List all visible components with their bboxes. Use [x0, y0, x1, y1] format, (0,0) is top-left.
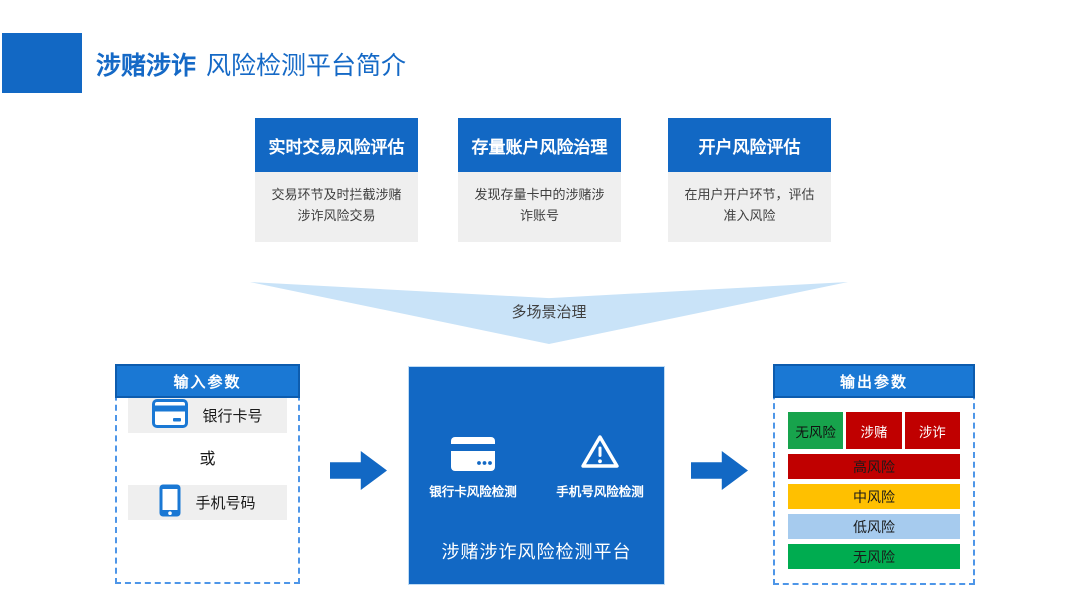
output-panel-title: 输出参数: [773, 364, 975, 398]
output-tag-no-risk: 无风险: [788, 412, 844, 449]
page-title-rest: 风险检测平台简介: [206, 51, 407, 80]
funnel-label: 多场景治理: [511, 303, 587, 321]
input-item-bank-card: 银行卡号: [128, 398, 287, 433]
or-label: 或: [199, 449, 216, 468]
module-phone-check: 手机号风险检测: [550, 431, 650, 500]
scenario-card-title: 实时交易风险评估: [255, 118, 418, 172]
brand-accent-square: [2, 33, 82, 93]
bank-card-icon: [451, 431, 495, 471]
module-bank-card-check: 银行卡风险检测: [423, 431, 523, 500]
risk-level-medium: 中风险: [788, 484, 960, 509]
warning-triangle-icon: [579, 431, 621, 471]
input-panel-title: 输入参数: [115, 364, 300, 398]
output-tag-fraud: 涉诈: [904, 412, 960, 449]
input-item-label: 手机号码: [195, 494, 256, 512]
scenario-card-title: 开户风险评估: [668, 118, 831, 172]
risk-level-high: 高风险: [788, 454, 960, 479]
platform-title: 涉赌涉诈风险检测平台: [441, 542, 632, 563]
funnel-chevron: 多场景治理: [250, 282, 848, 344]
input-item-label: 银行卡号: [202, 407, 263, 425]
platform-box: 银行卡风险检测 手机号风险检测 涉赌涉诈风险检测平台: [408, 366, 665, 585]
smartphone-icon: [159, 484, 181, 521]
page-title: 涉赌涉诈风险检测平台简介: [96, 46, 406, 82]
module-label: 银行卡风险检测: [429, 484, 517, 499]
scenario-card-account-open: 开户风险评估 在用户开户环节，评估准入风险: [668, 118, 831, 242]
flow-arrow-platform-to-output: [691, 451, 748, 490]
output-tag-row: 无风险 涉赌 涉诈: [788, 412, 960, 449]
bank-card-icon: [152, 399, 189, 432]
scenario-card-desc: 在用户开户环节，评估准入风险: [668, 172, 831, 242]
page-title-keyword: 涉赌涉诈: [96, 51, 197, 80]
input-parameters-panel: 输入参数 银行卡号 或 手机号码: [115, 364, 300, 584]
output-parameters-panel: 输出参数 无风险 涉赌 涉诈 高风险 中风险 低风险 无风险: [773, 364, 975, 585]
module-label: 手机号风险检测: [556, 484, 644, 499]
risk-level-low: 低风险: [788, 514, 960, 539]
scenario-card-title: 存量账户风险治理: [458, 118, 621, 172]
input-item-phone-number: 手机号码: [128, 484, 287, 521]
scenario-card-desc: 发现存量卡中的涉赌涉诈账号: [458, 172, 621, 242]
scenario-card-desc: 交易环节及时拦截涉赌涉诈风险交易: [255, 172, 418, 242]
output-tag-gambling: 涉赌: [846, 412, 902, 449]
flow-arrow-input-to-platform: [330, 451, 387, 490]
risk-level-none: 无风险: [788, 544, 960, 569]
scenario-card-realtime-trade: 实时交易风险评估 交易环节及时拦截涉赌涉诈风险交易: [255, 118, 418, 242]
scenario-card-stock-account: 存量账户风险治理 发现存量卡中的涉赌涉诈账号: [458, 118, 621, 242]
platform-modules: 银行卡风险检测 手机号风险检测: [409, 367, 664, 500]
